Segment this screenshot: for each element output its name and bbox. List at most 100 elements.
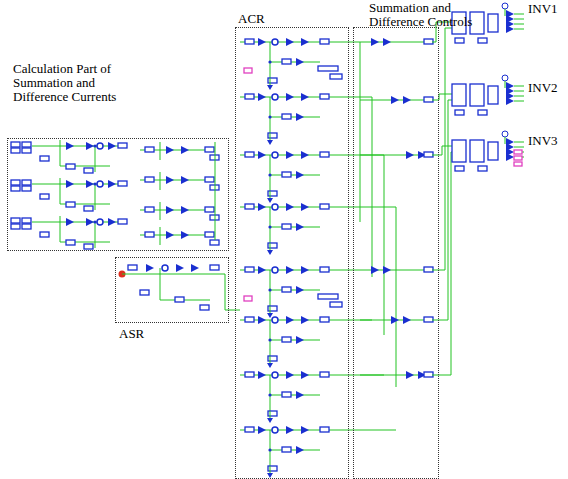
function-block [40,232,49,237]
gain-block [176,264,184,272]
signal-wire [160,202,161,220]
gain-block [403,96,411,104]
function-block [424,372,433,377]
signal-wire [442,146,443,155]
signal-wire [270,290,320,291]
gain-block [296,446,304,454]
sum-block [272,267,278,273]
function-block [84,244,93,249]
group-region: Calculation Part of Summation and Differ… [7,138,229,251]
signal-wire [160,142,161,160]
signal-wire [345,97,372,98]
signal-wire [432,42,436,43]
function-block [268,306,277,311]
signal-wire [372,97,373,277]
function-block [514,156,522,160]
function-block [244,296,252,301]
function-block [455,38,464,43]
function-block [320,204,329,209]
signal-wire [514,96,524,97]
gain-block [296,286,304,294]
group-region: Summation and Difference Controls [353,27,439,479]
ground-arrow [267,363,273,368]
function-block [245,372,254,377]
signal-wire [270,306,271,314]
gain-block [383,38,391,46]
sum-block [272,152,278,158]
gain-block [301,371,309,379]
gain-block [403,316,411,324]
region-heading: Calculation Part of Summation and Differ… [13,62,153,104]
gain-block [391,96,399,104]
signal-wire [270,78,271,86]
function-block [282,392,291,397]
signal-wire [270,175,320,176]
function-block [455,110,464,115]
function-block [244,68,252,73]
signal-wire [225,310,240,311]
gain-block [66,180,74,188]
gain-block [191,264,199,272]
gain-block [371,266,379,274]
region-heading: Summation and Difference Controls [369,1,509,29]
gain-block [296,391,304,399]
signal-wire [514,24,524,25]
function-block [268,356,277,361]
gain-block [301,426,309,434]
function-block [22,218,31,223]
signal-wire [442,146,452,147]
signal-wire [360,270,432,271]
gain-block [108,218,116,226]
signal-wire [514,101,524,102]
signal-wire [270,430,271,466]
function-block [22,224,31,229]
signal-wire [160,300,210,301]
sum-block [97,143,103,149]
sum-block [97,181,103,187]
signal-wire [270,191,271,199]
inverter-label: INV3 [528,134,558,148]
gain-block [166,176,174,184]
function-block [268,133,277,138]
signal-wire [270,117,320,118]
probe-symbol [502,75,508,81]
signal-wire [60,178,61,204]
signal-wire [270,375,271,411]
signal-wire [514,86,524,87]
signal-wire [270,270,271,306]
signal-wire [270,395,320,396]
function-block [470,84,484,106]
function-block [145,147,154,152]
signal-wire [270,227,320,228]
signal-wire [270,207,271,243]
function-block [424,39,433,44]
signal-wire [160,268,161,300]
signal-wire [432,100,439,101]
group-region: ACR [235,27,349,479]
junction-dot [268,60,271,63]
gain-block [506,153,514,161]
gain-block [258,151,266,159]
ground-arrow [267,198,273,203]
gain-block [66,142,74,150]
signal-wire [270,155,271,191]
signal-wire [514,91,524,92]
gain-block [371,38,379,46]
signal-wire [160,227,161,245]
gain-block [286,203,294,211]
sum-block [162,265,168,271]
signal-wire [514,29,524,30]
junction-dot [93,182,96,185]
gain-block [506,97,514,105]
signal-wire [505,9,506,16]
junction-dot [93,220,96,223]
gain-block [108,180,116,188]
gain-block [86,218,94,226]
function-block [320,317,329,322]
function-block [424,317,433,322]
inverter-label: INV1 [528,2,558,16]
gain-block [258,266,266,274]
function-block [245,39,254,44]
gain-block [258,203,266,211]
